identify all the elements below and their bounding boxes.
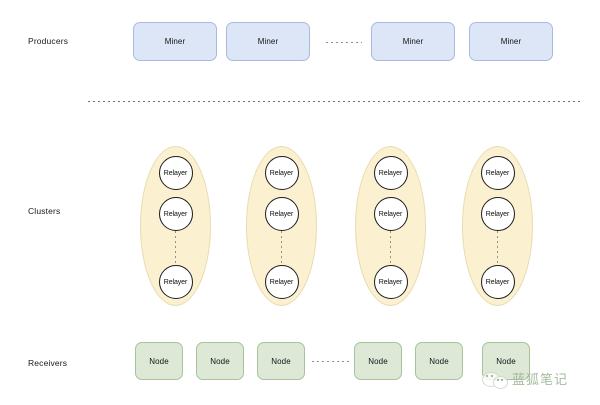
watermark: 蓝狐笔记: [482, 369, 569, 389]
relayer-node: Relayer: [480, 156, 515, 190]
relayer-node: Relayer: [480, 265, 515, 299]
miner-node: Miner: [371, 22, 455, 61]
relayer-node-label: Relayer: [485, 210, 510, 218]
cluster-ellipsis-dots: [390, 231, 391, 263]
miner-node-label: Miner: [164, 37, 186, 46]
miner-node: Miner: [469, 22, 553, 61]
relayer-node: Relayer: [373, 156, 408, 190]
producers-ellipsis-dots: [326, 42, 362, 43]
relayer-node-label: Relayer: [163, 169, 188, 177]
receiver-node: Node: [196, 342, 244, 380]
relayer-node-label: Relayer: [378, 169, 403, 177]
relayer-node-label: Relayer: [269, 278, 294, 286]
watermark-text: 蓝狐笔记: [512, 373, 569, 388]
relayer-node-label: Relayer: [269, 169, 294, 177]
receiver-node: Node: [415, 342, 463, 380]
cluster-group: Relayer Relayer Relayer: [246, 146, 317, 306]
relayer-node-label: Relayer: [378, 278, 403, 286]
miner-node: Miner: [226, 22, 310, 61]
receiver-node-label: Node: [149, 356, 169, 366]
receiver-node-label: Node: [429, 356, 449, 366]
relayer-node: Relayer: [264, 156, 299, 190]
receiver-node-label: Node: [271, 356, 291, 366]
receivers-ellipsis-dots: [312, 361, 350, 362]
receiver-node: Node: [354, 342, 402, 380]
miner-node: Miner: [133, 22, 217, 61]
relayer-node: Relayer: [373, 265, 408, 299]
wechat-icon: [482, 370, 508, 389]
relayer-node: Relayer: [158, 265, 193, 299]
receiver-node-label: Node: [368, 356, 388, 366]
relayer-node: Relayer: [158, 156, 193, 190]
receiver-node: Node: [135, 342, 183, 380]
cluster-ellipsis-dots: [175, 231, 176, 263]
miner-node-label: Miner: [257, 37, 279, 46]
cluster-ellipsis-dots: [497, 231, 498, 263]
relayer-node: Relayer: [480, 197, 515, 231]
cluster-group: Relayer Relayer Relayer: [355, 146, 426, 306]
receiver-node-label: Node: [210, 356, 230, 366]
relayer-node-label: Relayer: [485, 169, 510, 177]
row-label-receivers: Receivers: [28, 358, 68, 368]
cluster-group: Relayer Relayer Relayer: [140, 146, 211, 306]
section-divider: [88, 101, 580, 102]
relayer-node: Relayer: [264, 265, 299, 299]
relayer-node: Relayer: [158, 197, 193, 231]
miner-node-label: Miner: [402, 37, 424, 46]
miner-node-label: Miner: [500, 37, 522, 46]
relayer-node: Relayer: [264, 197, 299, 231]
relayer-node-label: Relayer: [485, 278, 510, 286]
relayer-node-label: Relayer: [378, 210, 403, 218]
relayer-node-label: Relayer: [163, 278, 188, 286]
row-label-producers: Producers: [28, 36, 69, 46]
relayer-node: Relayer: [373, 197, 408, 231]
receiver-node-label: Node: [496, 356, 516, 366]
cluster-ellipsis-dots: [281, 231, 282, 263]
row-label-clusters: Clusters: [28, 206, 61, 216]
relayer-node-label: Relayer: [163, 210, 188, 218]
relayer-node-label: Relayer: [269, 210, 294, 218]
receiver-node: Node: [257, 342, 305, 380]
cluster-group: Relayer Relayer Relayer: [462, 146, 533, 306]
